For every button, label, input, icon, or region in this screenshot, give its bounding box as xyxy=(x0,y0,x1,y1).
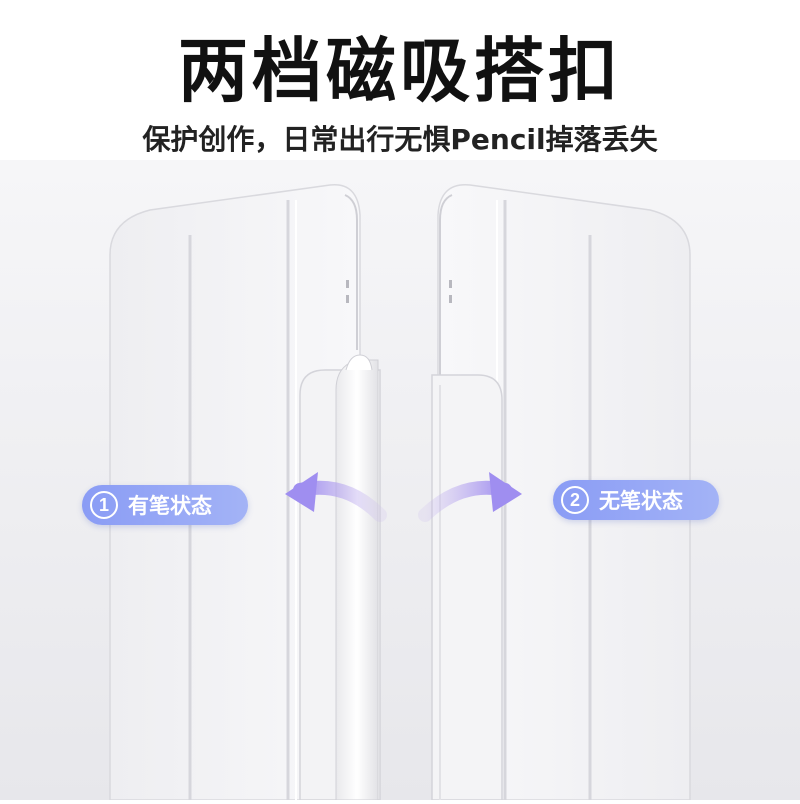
page-subtitle: 保护创作，日常出行无惧Pencil掉落丢失 xyxy=(142,123,658,156)
page-title: 两档磁吸搭扣 xyxy=(178,30,622,112)
state-badge-with-pencil: 1 有笔状态 xyxy=(82,485,248,525)
badge-label-without-pencil: 无笔状态 xyxy=(599,489,683,513)
badge-number-1: 1 xyxy=(90,491,118,519)
left-arrow-icon xyxy=(285,472,387,522)
right-pencil-holder xyxy=(431,374,503,801)
left-pencil-holder xyxy=(299,354,381,801)
state-badge-without-pencil: 2 无笔状态 xyxy=(553,480,719,520)
product-scene: 1 有笔状态 2 无笔状态 xyxy=(0,160,800,801)
badge-number-2: 2 xyxy=(561,486,589,514)
right-arrow-icon xyxy=(418,472,522,522)
header: 两档磁吸搭扣 保护创作，日常出行无惧Pencil掉落丢失 xyxy=(0,0,800,170)
badge-label-with-pencil: 有笔状态 xyxy=(128,494,212,518)
